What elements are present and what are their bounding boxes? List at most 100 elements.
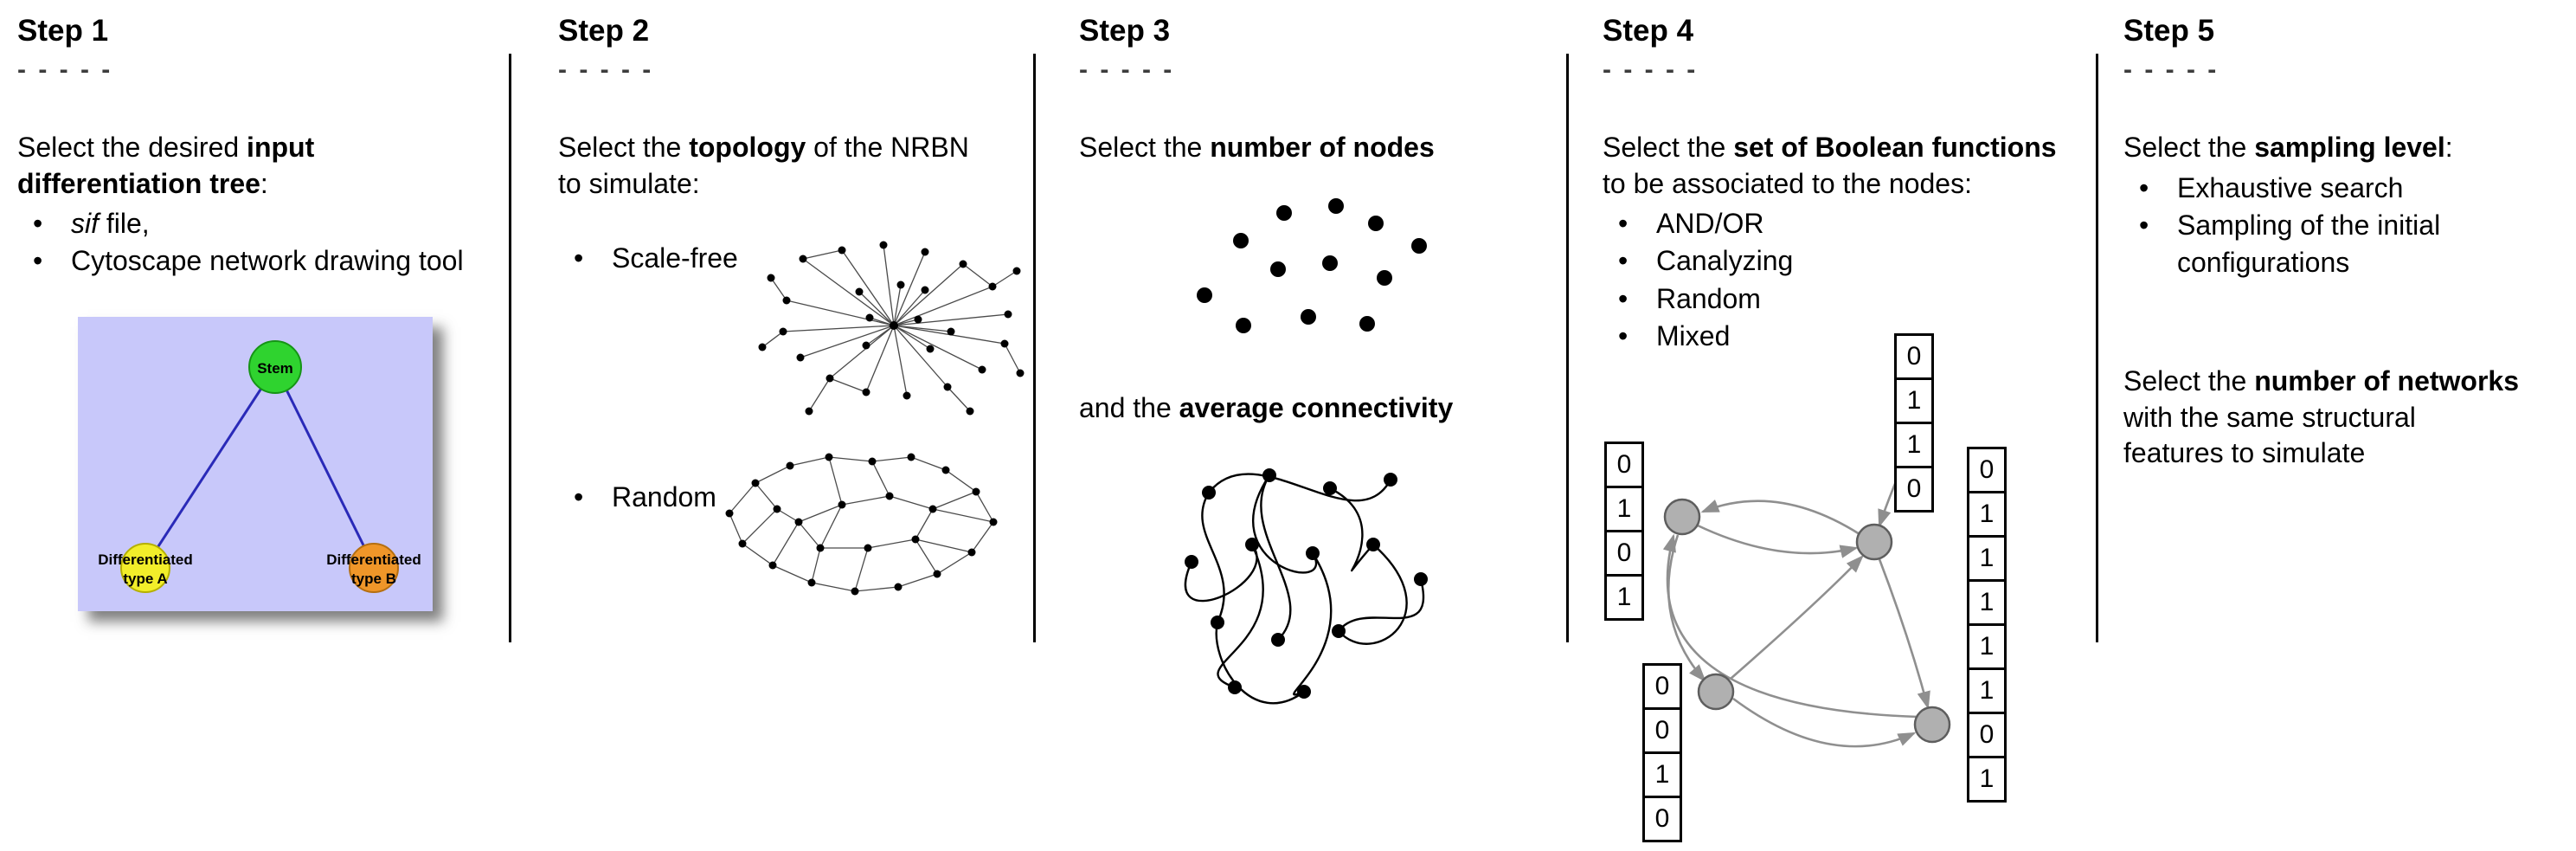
column-divider <box>1033 54 1036 642</box>
step-5-second: Select the number of networks with the s… <box>2123 364 2521 472</box>
network-node <box>1855 523 1893 561</box>
step-4-dashes: - - - - - <box>1603 55 1699 84</box>
boolean-cell: 1 <box>1967 579 2007 626</box>
bullet-text: Mixed <box>1656 319 1731 351</box>
step-2-intro: Select the topology of the NRBN to simul… <box>558 130 969 202</box>
boolean-cell: 1 <box>1967 491 2007 538</box>
intro-text: : <box>2444 132 2453 163</box>
random-network-graphic <box>725 453 998 596</box>
bullet-text: file, <box>99 208 150 240</box>
boolean-cell: 0 <box>1642 707 1682 754</box>
type-b-label: Differentiated <box>326 551 421 568</box>
step-1-column: Step 1 - - - - - Select the desired inpu… <box>17 0 502 851</box>
list-item: Canalyzing <box>1603 242 2091 280</box>
step-5-dashes: - - - - - <box>2123 55 2219 84</box>
boolean-cell: 0 <box>1967 447 2007 493</box>
boolean-table-left: 0 1 0 1 <box>1604 442 1644 621</box>
intro-text: Select the <box>2123 132 2255 163</box>
boolean-cell: 0 <box>1967 712 2007 758</box>
boolean-cell: 1 <box>1967 667 2007 714</box>
bullet-text: Canalyzing <box>1656 245 1794 277</box>
step-1-dashes: - - - - - <box>17 55 113 84</box>
type-a-label: type A <box>123 571 167 587</box>
bullet-text: Random <box>1656 282 1761 314</box>
bullet-text: Exhaustive search <box>2177 171 2404 203</box>
step-1-intro: Select the desired input differentiation… <box>17 130 472 202</box>
intro-bold: number of nodes <box>1210 132 1435 163</box>
intro-text: and the <box>1079 391 1179 423</box>
random-row: Random <box>558 444 1025 609</box>
column-divider <box>2096 54 2098 642</box>
column-divider <box>1566 54 1569 642</box>
topology-bullets: Scale-free <box>558 240 755 277</box>
boolean-cell: 1 <box>1604 486 1644 532</box>
list-item: sif file, <box>17 205 502 242</box>
boolean-cell: 1 <box>1967 623 2007 670</box>
intro-text: Select the <box>1603 132 1734 163</box>
step-3-dashes: - - - - - <box>1079 55 1175 84</box>
type-b-node <box>349 542 399 593</box>
list-item: Exhaustive search <box>2123 170 2530 207</box>
type-a-node <box>120 542 170 593</box>
step-4-bullets: AND/OR Canalyzing Random Mixed <box>1603 205 2091 355</box>
list-item: Cytoscape network drawing tool <box>17 242 502 280</box>
step-5-bullets: Exhaustive search Sampling of the initia… <box>2123 170 2569 282</box>
step-5-column: Step 5 - - - - - Select the sampling lev… <box>2123 0 2569 851</box>
list-item: Scale-free <box>558 240 755 277</box>
boolean-cell: 0 <box>1642 796 1682 842</box>
intro-bold: input differentiation tree <box>17 132 315 199</box>
boolean-cell: 0 <box>1604 530 1644 577</box>
intro-text: with the same structural features to sim… <box>2123 401 2416 469</box>
connectivity-tangle-graphic <box>1184 468 1428 705</box>
bullet-text: Random <box>612 481 716 513</box>
stem-node <box>248 339 302 394</box>
intro-bold: number of networks <box>2254 365 2520 397</box>
list-item: AND/OR <box>1603 205 2091 242</box>
list-item: Mixed <box>1603 318 2091 355</box>
boolean-cell: 1 <box>1894 377 1934 424</box>
step-1-bullets: sif file, Cytoscape network drawing tool <box>17 205 502 280</box>
step-3-column: Step 3 - - - - - Select the number of no… <box>1079 0 1559 851</box>
scale-free-row: Scale-free <box>558 224 1025 429</box>
intro-text: Select the <box>1079 132 1211 163</box>
step-5-title: Step 5 <box>2123 14 2215 48</box>
boolean-table-top: 0 1 1 0 <box>1894 333 1934 513</box>
stem-label: Stem <box>257 360 293 377</box>
differentiation-tree-image: Stem Differentiated type A Differentiate… <box>78 316 433 611</box>
intro-bold: set of Boolean functions <box>1733 132 2057 163</box>
step-3-title: Step 3 <box>1079 14 1171 48</box>
scale-free-network-graphic <box>758 241 1025 416</box>
step-4-column: Step 4 - - - - - Select the set of Boole… <box>1603 0 2091 851</box>
step-3-intro: Select the number of nodes <box>1079 130 1559 166</box>
bullet-text: Sampling of the initial configurations <box>2177 209 2441 278</box>
intro-text: Select the desired <box>17 132 247 163</box>
boolean-cell: 0 <box>1642 663 1682 710</box>
differentiation-tree-graphic: Stem Differentiated type A Differentiate… <box>78 316 433 611</box>
topology-bullets: Random <box>558 479 755 516</box>
column-divider <box>509 54 511 642</box>
network-node <box>1913 706 1951 744</box>
boolean-cell: 0 <box>1894 333 1934 380</box>
network-node <box>1697 673 1735 711</box>
intro-text: of the NRBN to simulate: <box>558 132 969 199</box>
boolean-table-right: 0 1 1 1 1 1 0 1 <box>1967 447 2007 803</box>
boolean-cell: 1 <box>1642 751 1682 798</box>
intro-text: to be associated to the nodes: <box>1603 167 1972 199</box>
boolean-table-bottom: 0 0 1 0 <box>1642 663 1682 842</box>
step-1-title: Step 1 <box>17 14 109 48</box>
type-a-label: Differentiated <box>98 551 193 568</box>
bullet-text: AND/OR <box>1656 208 1764 240</box>
step-2-title: Step 2 <box>558 14 650 48</box>
intro-bold: average connectivity <box>1179 391 1454 423</box>
intro-text: Select the <box>2123 365 2255 397</box>
list-item: Random <box>1603 280 2091 318</box>
nodes-dots-graphic <box>1197 197 1427 333</box>
network-node <box>1663 498 1701 536</box>
intro-bold: sampling level <box>2254 132 2445 163</box>
intro-bold: topology <box>689 132 806 163</box>
italic-text: sif <box>71 208 99 240</box>
list-item: Sampling of the initial configurations <box>2123 207 2530 281</box>
step-4-title: Step 4 <box>1603 14 1694 48</box>
boolean-cell: 0 <box>1604 442 1644 488</box>
